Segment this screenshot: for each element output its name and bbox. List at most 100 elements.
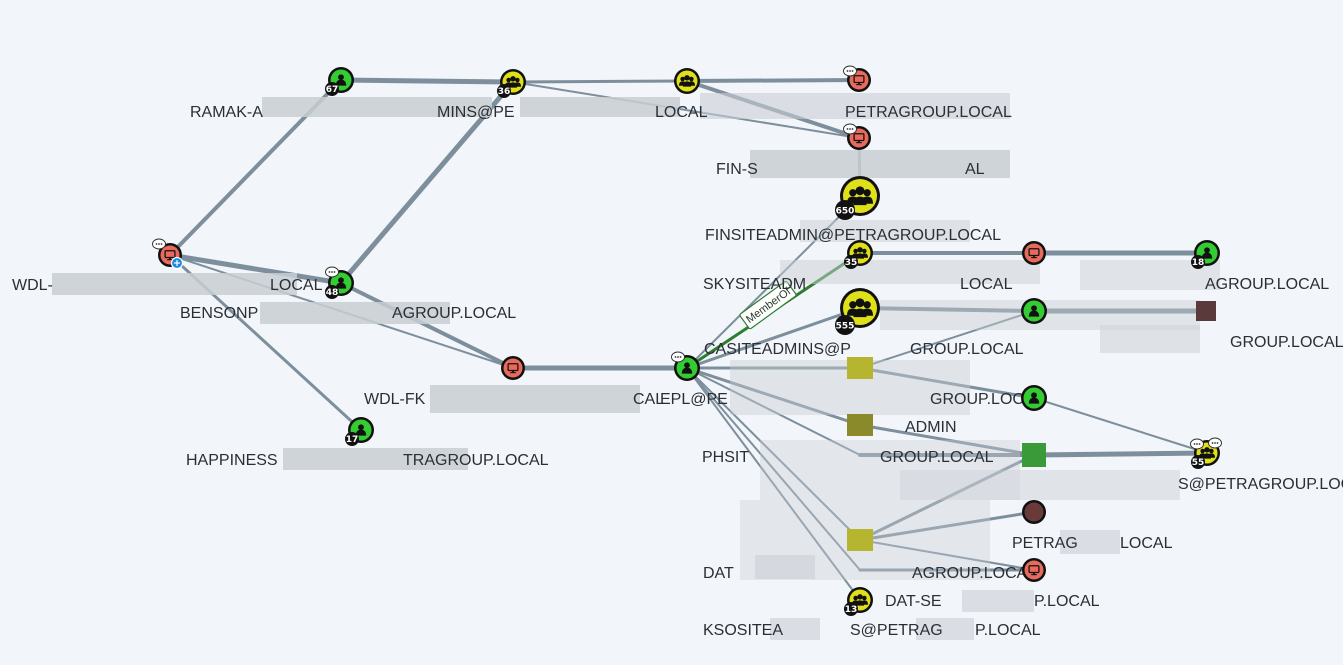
edge-group1-group2[interactable] xyxy=(511,79,689,84)
badge xyxy=(325,285,339,299)
node-label-hub-user: EPL@PE xyxy=(660,391,728,408)
node-low-group[interactable] xyxy=(847,529,873,551)
badge-count: 35 xyxy=(845,258,858,268)
node-label-benson-suffix: AGROUP.LOCAL xyxy=(392,305,516,322)
node-label-wdl-start-suffix: LOCAL xyxy=(270,277,323,294)
node-user-right2[interactable] xyxy=(1021,298,1047,324)
node-mid-comp[interactable] xyxy=(1022,500,1046,524)
node-group-top1[interactable]: 36 xyxy=(497,69,526,98)
node-label-wdl-fk-suffix: CAL xyxy=(633,391,664,408)
edge-wdl-benson[interactable] xyxy=(167,252,344,286)
node-label-benson: BENSONP xyxy=(180,305,258,322)
edge-datcomp-low[interactable] xyxy=(859,539,1035,571)
node-hub-user[interactable] xyxy=(671,351,701,381)
node-group-top2[interactable] xyxy=(674,68,700,94)
node-dat-comp[interactable] xyxy=(1022,558,1046,582)
badge xyxy=(497,84,511,98)
edge-hub-datgroup[interactable] xyxy=(686,367,861,571)
badge xyxy=(835,315,855,335)
node-label-phs-group-suffix: GROUP.LOCAL xyxy=(880,449,994,466)
node-wdl-start[interactable] xyxy=(152,238,184,270)
memberof-label-box xyxy=(739,280,797,330)
node-label-phs-group: PHSIT xyxy=(702,449,749,466)
node-sky-group[interactable]: 35 xyxy=(844,240,873,269)
edge-hub-ksogroup[interactable] xyxy=(686,367,861,601)
node-user-right1[interactable]: 18 xyxy=(1191,240,1220,269)
node-group-right3[interactable]: 55 xyxy=(1190,437,1222,469)
node-happiness[interactable]: 17 xyxy=(345,417,374,446)
node-benson[interactable]: 48 xyxy=(325,266,354,299)
edge-low-midcomp[interactable] xyxy=(858,510,1036,542)
edge-miduser2-lowgroup[interactable] xyxy=(858,453,1036,542)
node-label-mid-user: ADMIN xyxy=(905,419,957,436)
node-label-fin-group: FINSITEADMIN@PETRAGROUP.LOCAL xyxy=(705,227,1001,244)
edge-miduser-group3[interactable] xyxy=(1033,397,1208,454)
badge-count: 650 xyxy=(836,207,855,217)
node-label-group-top1: MINS@PE xyxy=(437,104,515,121)
badge-count: 48 xyxy=(326,288,339,298)
node-label-mid-group: GROUP.LOCAL xyxy=(930,391,1044,408)
node-label-wdl-start: WDL- xyxy=(12,277,53,294)
badge xyxy=(1191,455,1205,469)
edge-group2-comptop[interactable] xyxy=(685,78,861,83)
edge-group1-fincomp[interactable] xyxy=(512,81,860,139)
edge-miduser-right[interactable] xyxy=(858,423,1036,457)
edge-hub-casgroup[interactable] xyxy=(685,306,862,370)
speech-bubble-icon xyxy=(843,65,857,77)
crosshair-target-icon xyxy=(170,256,184,270)
edge-layer xyxy=(167,77,1210,601)
edge-hub-lowgroup[interactable] xyxy=(686,367,861,541)
node-label-happiness-suffix: TRAGROUP.LOCAL xyxy=(403,452,549,469)
node-comp-top[interactable] xyxy=(843,65,872,92)
node-label-fin-comp-suffix: AL xyxy=(965,161,985,178)
node-label-low-group-suffix: LOCAL xyxy=(1120,535,1173,552)
node-ramak[interactable]: 67 xyxy=(325,67,354,96)
node-mid-user2[interactable] xyxy=(1022,443,1046,467)
node-cas-group[interactable]: 555 xyxy=(835,288,880,335)
node-comp-right1[interactable] xyxy=(1022,241,1046,265)
node-label-fin-comp: FIN-S xyxy=(716,161,758,178)
badge-count: 555 xyxy=(836,322,855,332)
badge xyxy=(835,200,855,220)
edge-right-group3[interactable] xyxy=(1031,450,1210,458)
node-label-low-group: PETRAG xyxy=(1012,535,1078,552)
node-label-group-right3: S@PETRAGROUP.LOCAL xyxy=(1178,476,1343,493)
node-kso-group[interactable]: 13 xyxy=(844,587,873,616)
node-wdl-fk[interactable] xyxy=(501,356,525,380)
edge-midgroup-miduser[interactable] xyxy=(858,366,1036,400)
node-phs-group[interactable] xyxy=(847,414,873,436)
node-label-dat-comp-suffix2: P.LOCAL xyxy=(1034,593,1100,610)
node-label-sky-group-suffix: LOCAL xyxy=(960,276,1013,293)
badge xyxy=(325,82,339,96)
speech-bubble-icon xyxy=(325,266,339,278)
speech-bubble-icon xyxy=(671,351,685,363)
node-fin-group[interactable]: 650 xyxy=(835,176,880,220)
speech-bubble-icon xyxy=(1190,438,1204,450)
node-label-kso-group-suffix: S@PETRAG xyxy=(850,622,943,639)
speech-bubble-icon xyxy=(843,123,857,135)
node-label-dat-group: DAT xyxy=(703,565,734,582)
node-label-sky-group: SKYSITEADM xyxy=(703,276,806,293)
badge-count: 17 xyxy=(346,435,359,445)
node-fin-comp[interactable] xyxy=(843,123,872,150)
node-label-kso-group-suffix2: P.LOCAL xyxy=(975,622,1041,639)
node-label-user-right2: GROUP.LOCAL xyxy=(1230,334,1343,351)
node-label-ramak: RAMAK-A xyxy=(190,104,263,121)
node-label-group-top2: LOCAL xyxy=(655,104,708,121)
badge-count: 67 xyxy=(326,85,339,95)
edge-cas-userright2[interactable] xyxy=(858,306,1036,313)
edge-benson-wdlfk[interactable] xyxy=(339,281,515,370)
edge-hub-miduser[interactable] xyxy=(685,366,862,427)
edge-hub-phsgroup[interactable] xyxy=(686,367,861,456)
node-mid-user[interactable] xyxy=(1021,385,1047,411)
node-mid-group[interactable] xyxy=(847,357,873,379)
badge-count: 36 xyxy=(498,87,511,97)
redacted-node xyxy=(1196,301,1216,321)
node-label-kso-group: KSOSITEA xyxy=(703,622,783,639)
node-label-cas-group: CASITEADMINS@P xyxy=(704,341,851,358)
edge-ramak-group1[interactable] xyxy=(338,77,516,85)
edge-midgroup-right2[interactable] xyxy=(859,310,1035,369)
node-label-comp-top: PETRAGROUP.LOCAL xyxy=(845,104,1012,121)
node-label-happiness: HAPPINESS xyxy=(186,452,278,469)
